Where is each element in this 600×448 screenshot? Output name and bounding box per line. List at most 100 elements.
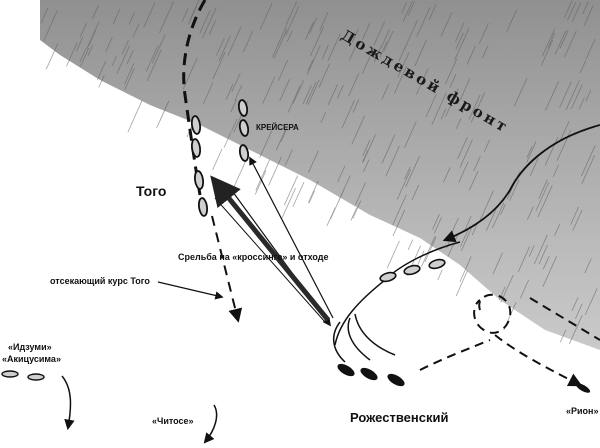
rain-streak [306, 45, 321, 76]
rain-streak [225, 84, 234, 100]
rain-streak [373, 21, 386, 46]
rain-streak [583, 5, 594, 26]
rain-streak [381, 134, 396, 164]
rain-streak [466, 46, 476, 65]
rain-streak [407, 0, 416, 16]
rain-streak [373, 46, 382, 63]
rain-streak [320, 112, 326, 124]
rain-streak [571, 2, 582, 22]
rain-streak [310, 26, 324, 57]
rain-streak [431, 92, 447, 125]
rain-streak [526, 146, 533, 158]
rain-streak [449, 73, 457, 88]
cruisers-column [237, 99, 250, 162]
rain-streak [308, 150, 319, 173]
rain-streak [97, 60, 107, 80]
rain-streak [202, 82, 214, 105]
rain-streak [455, 270, 468, 297]
rain-streak [556, 129, 572, 161]
rain-streak [242, 30, 254, 53]
rain-streak [459, 78, 471, 100]
rain-streak [43, 10, 58, 42]
rain-streak [86, 21, 100, 50]
rain-streak [580, 145, 596, 177]
rain-streak [454, 28, 470, 60]
rain-streak [146, 49, 162, 82]
rain-streak [87, 45, 93, 56]
rain-streak [572, 209, 583, 231]
rain-streak [40, 7, 49, 24]
rain-streak [567, 2, 576, 21]
rain-streak [444, 58, 458, 85]
rain-streak [105, 36, 113, 52]
rain-streak [287, 85, 301, 113]
fire-line-heavy [210, 175, 330, 322]
rain-streak [362, 139, 371, 157]
rain-streak [362, 149, 369, 163]
rain-streak [396, 169, 412, 200]
rain-streak [151, 34, 166, 64]
rain-streak [481, 45, 489, 59]
rain-streak [483, 139, 490, 153]
rain-streak [571, 297, 579, 312]
rain-streak [478, 23, 489, 44]
togo-label: Того [136, 183, 166, 199]
rain-streak [537, 185, 553, 218]
rain-streak [404, 121, 417, 148]
rain-streak [560, 121, 570, 141]
rain-streak [145, 45, 159, 72]
rain-streak [455, 22, 465, 42]
rain-streak [292, 80, 304, 104]
rain-streak [459, 139, 473, 168]
chitose-course [203, 404, 218, 444]
rain-streak [404, 166, 411, 180]
rain-streak [479, 190, 494, 222]
rain-streak [208, 20, 216, 35]
rain-streak [517, 246, 530, 273]
rain-streak [124, 67, 135, 90]
rain-streak [284, 149, 293, 166]
rain-streak [585, 89, 592, 102]
rain-streak [80, 47, 90, 67]
rain-streak [425, 93, 437, 117]
akitsushima-label: «Акицусима» [2, 354, 61, 364]
rain-front-area [40, 0, 600, 350]
rain-streak [348, 73, 360, 97]
rain-streak [199, 9, 211, 34]
rain-streak [414, 39, 428, 66]
rain-streak [319, 11, 329, 31]
rain-streak [575, 303, 583, 319]
rain-streak [459, 256, 472, 283]
rain-streak [559, 81, 572, 108]
rain-streak [529, 157, 539, 177]
rain-streak [428, 4, 437, 21]
rain-streak [307, 59, 314, 72]
rain-streak [455, 118, 462, 129]
rain-streak [568, 314, 583, 345]
togo-course-line [182, 0, 207, 196]
rain-streak [526, 141, 537, 163]
rain-streak [547, 32, 556, 48]
rain-streak [379, 40, 388, 58]
rain-streak [538, 244, 548, 265]
rozhestvensky-label: Рожественский [350, 410, 448, 425]
rain-streak [327, 33, 341, 61]
rain-streak [216, 38, 225, 56]
rain-streak [473, 155, 481, 172]
rain-streak [352, 200, 362, 219]
rain-streak [285, 1, 298, 26]
rain-streak [535, 182, 550, 212]
rain-streak [355, 182, 366, 205]
rain-streak [262, 76, 276, 104]
rain-streak [272, 25, 287, 58]
rain-streak [416, 68, 429, 95]
rain-streak [432, 213, 440, 230]
rain-streak [519, 279, 529, 299]
rain-streak [127, 99, 143, 133]
rain-streak [402, 0, 413, 22]
rain-streak [401, 2, 407, 14]
rain-streak [230, 99, 237, 113]
rain-streak [231, 158, 248, 191]
rain-streak [407, 239, 414, 251]
rain-streak [91, 5, 99, 20]
